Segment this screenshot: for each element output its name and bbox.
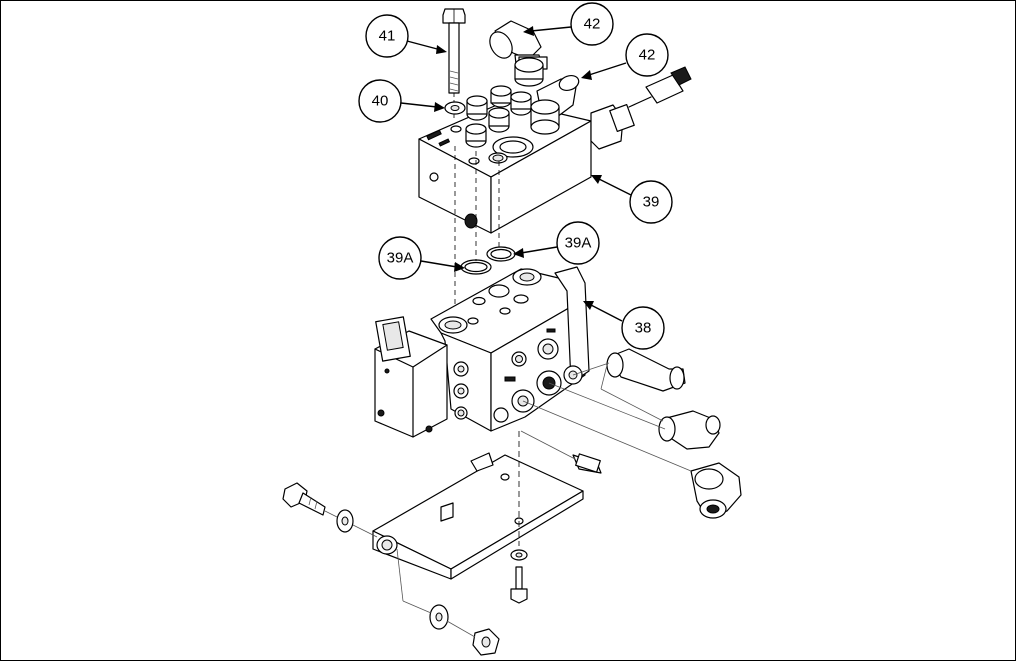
callout-42-right: 42 [581,33,669,80]
bracket-washer-lower [429,604,449,630]
o-ring-39a-right [486,246,516,262]
valve-body-38 [374,266,590,438]
bracket-nut [472,628,500,656]
callout-42-right-label: 42 [639,47,656,64]
callout-39a-left: 39A [378,236,465,280]
callout-40: 40 [358,79,445,123]
washer-40 [444,101,466,115]
callout-39-label: 39 [643,194,660,211]
callout-38-label: 38 [635,320,652,337]
callout-40-label: 40 [372,93,389,110]
alignment-lines-upper [454,146,500,311]
callout-42-upper: 42 [523,2,614,46]
bracket-bolt [282,482,326,516]
plug-fitting-right [572,453,602,474]
bracket-alignment-lines [324,510,476,638]
elbow-fitting-middle-right [658,410,721,450]
bolt-41 [442,8,466,119]
elbow-fitting-lower-right [690,462,742,519]
bracket-washer-upper [336,509,354,533]
callout-38: 38 [583,301,665,350]
callout-39a-right-label: 39A [565,235,592,252]
fitting-alignment-lines [520,362,692,472]
callout-39: 39 [591,175,673,224]
elbow-fitting-upper-right [606,348,686,392]
callout-42-upper-label: 42 [584,16,601,33]
bottom-screw [510,431,528,604]
callout-41: 41 [365,14,447,58]
valve-block-39 [418,20,692,234]
mounting-bracket [372,452,584,580]
callout-41-label: 41 [379,28,396,45]
o-ring-39a-left [460,259,492,275]
callout-39a-left-label: 39A [387,250,414,267]
callout-39a-right: 39A [513,221,600,265]
